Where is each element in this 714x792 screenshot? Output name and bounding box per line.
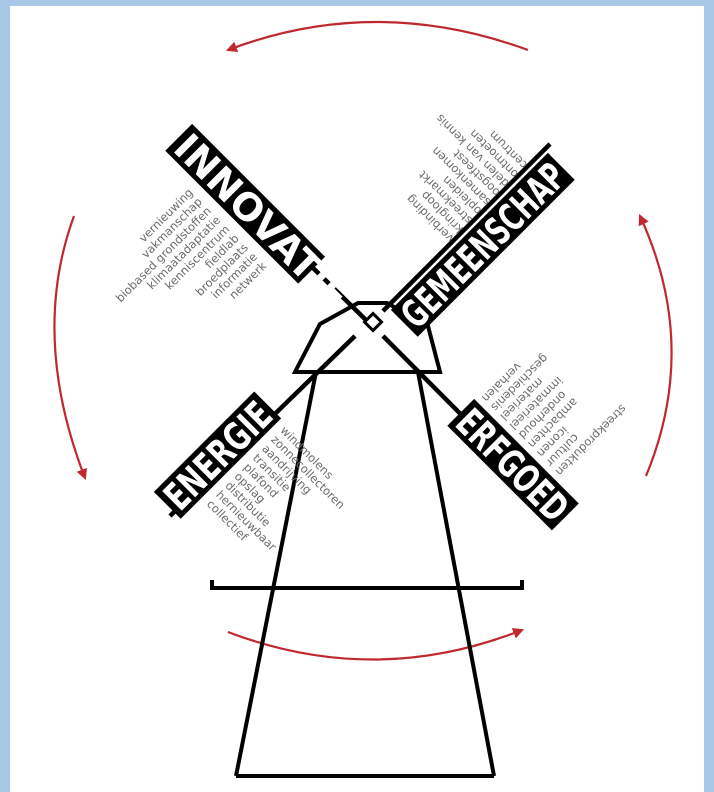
rotation-arrows	[54, 22, 671, 660]
arrow-left	[54, 216, 85, 478]
windmill-diagram: INNOVATIE vernieuwing vakmanschap biobas…	[10, 6, 704, 792]
arrow-bottom	[228, 630, 522, 660]
blade-innovatie: INNOVATIE vernieuwing vakmanschap biobas…	[67, 122, 358, 413]
blade-energie: ENERGIE windmolens zonnecollectoren aand…	[152, 389, 357, 594]
arrow-right	[640, 216, 672, 476]
arrow-top	[228, 22, 528, 50]
hub	[365, 314, 382, 331]
diagram-frame: INNOVATIE vernieuwing vakmanschap biobas…	[10, 6, 704, 792]
blade-erfgoed: ERFGOED verhalen geschiedenis materieel …	[444, 328, 650, 534]
blade-gemeenschap: GEMEENSCHAP centrum ontmoeten delen van …	[318, 80, 578, 340]
